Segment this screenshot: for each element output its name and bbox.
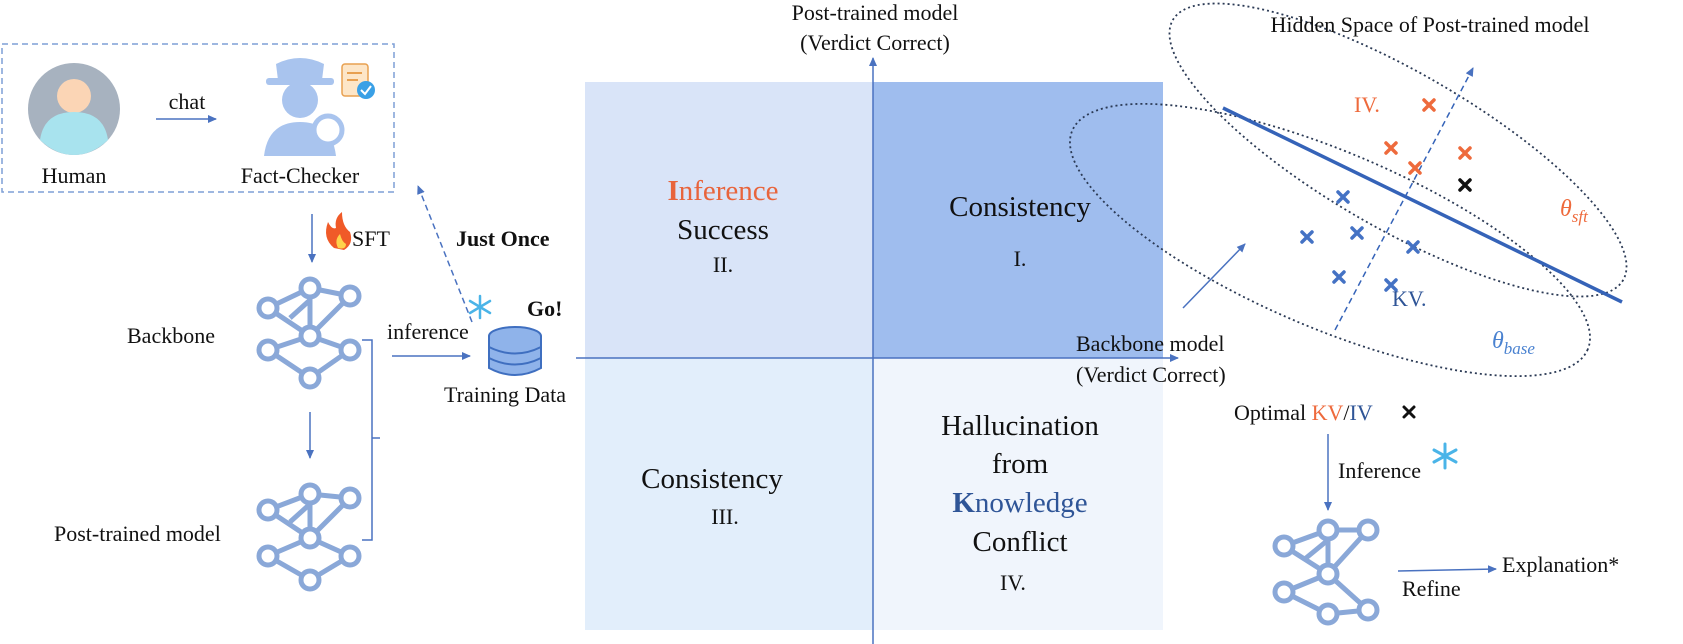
theta-base-subscript: base [1503,338,1535,358]
optimal-iv: IV [1349,400,1373,425]
kv-label: KV. [1392,286,1427,311]
chat-label: chat [168,89,206,114]
just-once-arrow [417,185,473,323]
human-avatar-icon [28,63,120,155]
q4-line4: Conflict [972,526,1068,558]
theta-sft-label: θsft [1560,196,1588,227]
optimal-kv: KV [1311,400,1344,425]
quadrant-iii [585,358,873,630]
to-hidden-space-arrow [1182,243,1246,309]
training-data-label: Training Data [443,382,567,407]
quadrant-ii [585,82,873,358]
database-icon [488,326,542,376]
iv-label: IV. [1354,92,1380,117]
model-bracket [362,339,380,541]
q1-title: Consistency [949,191,1091,223]
theta-base-symbol: θ [1492,328,1504,354]
snowflake-icon [468,294,492,320]
inference-label: inference [387,319,469,344]
optimal-label: Optimal KV/IV [1234,400,1373,426]
human-label: Human [41,163,107,188]
q2-numeral: II. [712,252,734,277]
quadrant-iv [873,358,1163,630]
backbone-label: Backbone [127,323,215,348]
post-trained-network-icon [256,482,362,592]
q4-line2: from [991,448,1049,480]
q4-line1: Hallucination [941,410,1099,442]
fact-checker-label: Fact-Checker [240,163,360,188]
theta-sft-symbol: θ [1560,196,1572,222]
post-trained-label: Post-trained model [54,521,221,546]
q2-title: Inference [667,175,778,208]
x-axis-label-line1: Backbone model [1076,331,1225,356]
optimal-point [1458,178,1472,192]
y-axis-label-line1: Post-trained model [791,0,959,25]
q3-title: Consistency [641,463,783,495]
refine-arrow [1397,565,1497,574]
go-label: Go! [527,296,563,321]
explanation-label: Explanation* [1502,552,1620,577]
theta-sft-subscript: sft [1571,206,1588,226]
q4-numeral: IV. [1000,570,1026,595]
refine-label: Refine [1402,576,1461,601]
q2-subtitle: Success [677,214,769,246]
optimal-sep: / [1343,400,1350,425]
fact-checker-icon [264,58,375,156]
theta-base-label: θbase [1492,328,1535,359]
backbone-network-icon [256,276,362,390]
optimal-cross-icon [1402,405,1416,419]
theta-base-ellipse [1069,102,1591,378]
q3-numeral: III. [711,504,739,529]
y-axis-label-line2: (Verdict Correct) [800,30,950,55]
quadrant-i [873,82,1163,358]
q4-line3-rest: nowledge [974,487,1088,519]
human-factchecker-box [1,43,395,193]
just-once-label: Just Once [456,226,550,251]
iv-points [1384,98,1472,175]
decision-boundary-line [1222,106,1623,304]
q4-line3: Knowledge [952,487,1087,520]
q2-title-initial: I [667,175,679,207]
hidden-space-title: Hidden Space of Post-trained model [1270,12,1590,37]
q4-line3-initial: K [952,487,975,519]
q1-numeral: I. [1013,246,1027,271]
optimal-prefix: Optimal [1234,400,1312,425]
q2-title-rest: nference [678,175,779,207]
final-model-network-icon [1272,518,1380,626]
kv-points [1300,190,1420,292]
fire-icon [326,212,352,250]
final-inference-label: Inference [1338,458,1422,483]
snowflake-icon-2 [1432,442,1458,470]
sft-label: SFT [352,226,390,251]
x-axis-label-line2: (Verdict Correct) [1076,362,1226,387]
